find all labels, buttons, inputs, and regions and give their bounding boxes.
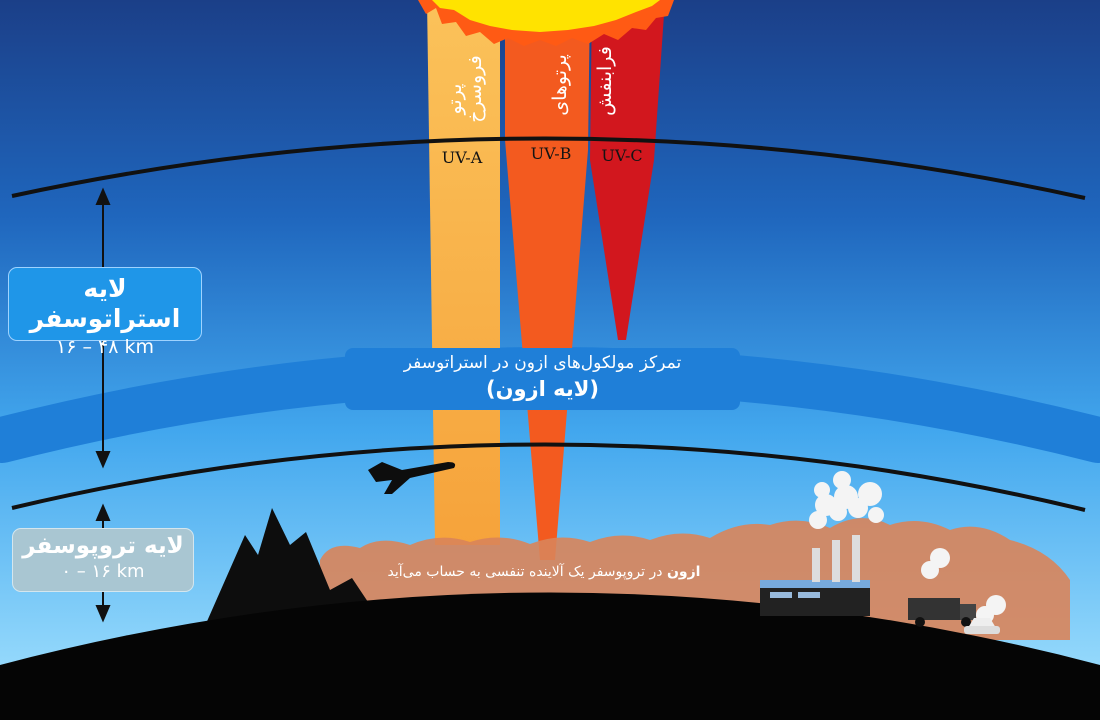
troposphere-label-box: لایه تروپوسفر ۰ – ۱۶ km: [12, 528, 194, 592]
uv-a-ray-label-line1: پرتو: [444, 83, 466, 115]
tropospheric-ozone-note: ازون در تروپوسفر یک آلاینده تنفسی به حسا…: [360, 562, 728, 582]
ground: [0, 592, 1100, 720]
car-icon: [964, 618, 1000, 634]
truck-icon: [908, 598, 976, 627]
note-text: در تروپوسفر یک آلاینده تنفسی به حساب می‌…: [387, 564, 667, 580]
airplane-icon: [368, 462, 456, 494]
smoke-icon: [809, 471, 1006, 624]
note-ozone-word: ازون: [666, 564, 701, 580]
uv-c-ray-label: فرابنفش: [594, 46, 616, 116]
uv-b-ray-label: پرتوهای: [549, 54, 571, 116]
troposphere-title: لایه تروپوسفر: [22, 533, 184, 559]
uv-c-label: UV-C: [601, 146, 643, 165]
uv-a-ray-label-line2: فروسرخ: [464, 55, 486, 123]
sun-icon: [418, 0, 674, 46]
stratosphere-bottom-boundary: [11, 442, 1086, 512]
stratosphere-top-boundary: [11, 136, 1086, 200]
stratosphere-range: ۱۶ – ۴۸ km: [56, 336, 154, 358]
stratosphere-title: لایه استراتوسفر: [29, 274, 181, 333]
ozone-name: (لایه ازون): [485, 377, 600, 401]
ozone-label-box: تمرکز مولکول‌های ازون در استراتوسفر (لای…: [345, 348, 740, 410]
factory-icon: [760, 535, 870, 616]
ozone-caption: تمرکز مولکول‌های ازون در استراتوسفر: [403, 353, 682, 373]
uv-a-label: UV-A: [441, 148, 483, 167]
uv-c-ray: [590, 0, 665, 340]
uv-b-label: UV-B: [530, 144, 572, 163]
troposphere-range: ۰ – ۱۶ km: [61, 561, 145, 582]
stratosphere-label-box: لایه استراتوسفر ۱۶ – ۴۸ km: [8, 267, 202, 358]
